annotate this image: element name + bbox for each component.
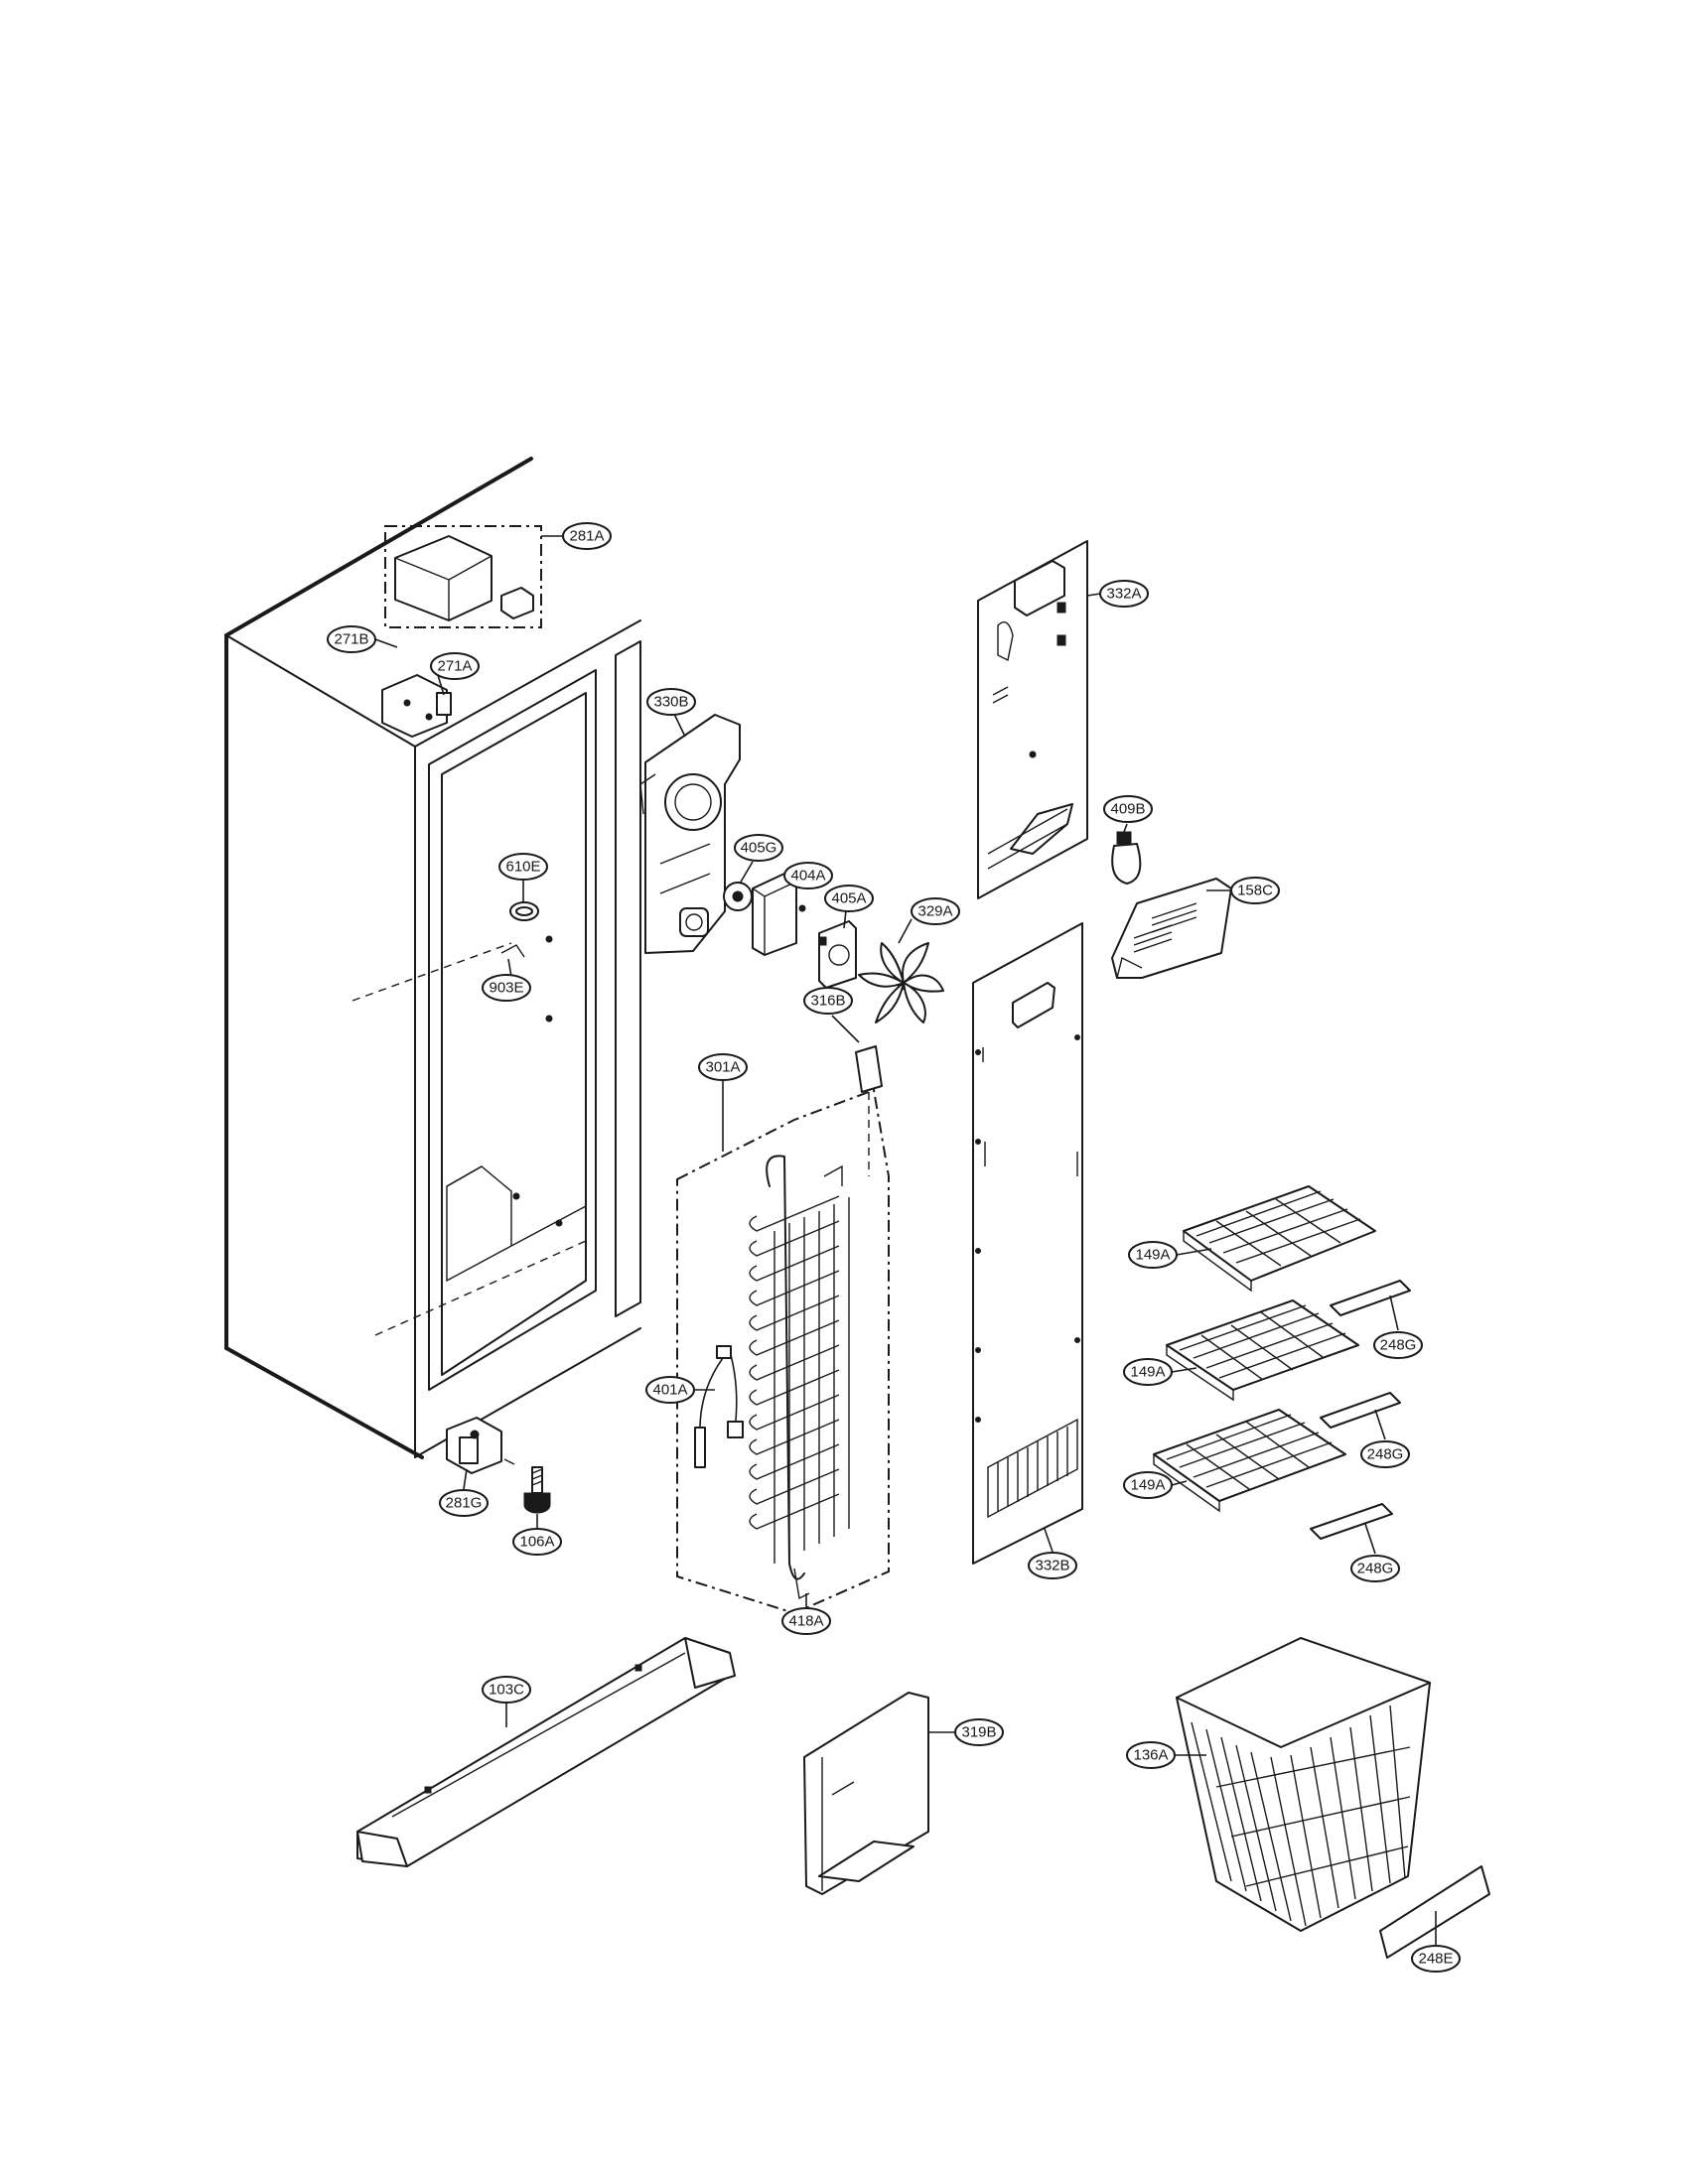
callout-label: 271B	[334, 631, 368, 648]
callout-330B: 330B	[646, 688, 696, 716]
callout-label: 418A	[788, 1613, 823, 1630]
defrost-sensor-harness	[694, 1345, 744, 1468]
callout-404A: 404A	[783, 862, 833, 889]
light-bulb	[1111, 831, 1142, 885]
callout-401A: 401A	[645, 1376, 695, 1404]
top-cover-assembly	[384, 525, 542, 628]
callout-label: 271A	[437, 658, 472, 675]
callout-label: 248G	[1357, 1561, 1394, 1577]
callout-329A: 329A	[911, 897, 960, 925]
callout-label: 404A	[790, 868, 825, 885]
basket-trim	[1379, 1865, 1490, 1959]
callout-405G: 405G	[734, 834, 783, 862]
callout-label: 149A	[1130, 1477, 1165, 1494]
fan-blade	[858, 942, 944, 1024]
shelf-bar-2	[1320, 1392, 1401, 1429]
callout-136A: 136A	[1126, 1741, 1176, 1769]
callout-label: 332A	[1106, 586, 1141, 603]
callout-label: 332B	[1035, 1558, 1069, 1574]
callout-903E: 903E	[482, 974, 531, 1002]
upper-rear-panel	[977, 540, 1088, 899]
callout-248E: 248E	[1411, 1945, 1461, 1973]
drain-cover	[803, 1692, 929, 1895]
callout-301A: 301A	[698, 1053, 748, 1081]
shelf-bar-3	[1310, 1503, 1393, 1540]
callout-label: 409B	[1110, 801, 1145, 818]
callout-106A: 106A	[512, 1528, 562, 1556]
callout-248G-2: 248G	[1360, 1440, 1410, 1468]
callout-271A: 271A	[430, 652, 480, 680]
callout-label: 405A	[831, 890, 866, 907]
callout-label: 610E	[505, 859, 540, 876]
gasket-ring	[500, 901, 539, 958]
callout-248G-1: 248G	[1373, 1331, 1423, 1359]
callout-label: 136A	[1133, 1747, 1168, 1764]
callout-label: 149A	[1135, 1247, 1170, 1264]
callout-label: 248G	[1380, 1337, 1417, 1354]
lower-rear-panel	[972, 922, 1083, 1565]
callout-149A-3: 149A	[1123, 1471, 1173, 1499]
callout-label: 319B	[961, 1724, 996, 1741]
callout-409B: 409B	[1103, 795, 1153, 823]
shelf-bar-1	[1330, 1280, 1411, 1316]
fan-shroud	[639, 714, 741, 954]
callout-label: 903E	[489, 980, 523, 997]
callout-label: 103C	[489, 1682, 524, 1699]
callout-label: 330B	[653, 694, 688, 711]
shelf-3	[1153, 1409, 1346, 1513]
callout-label: 158C	[1237, 883, 1273, 899]
fan-bracket	[818, 920, 857, 989]
evaporator-assembly	[676, 1088, 890, 1615]
callout-281A: 281A	[562, 522, 612, 550]
freezer-cabinet	[224, 457, 641, 1459]
callout-label: 149A	[1130, 1364, 1165, 1381]
evaporator-pad	[855, 1045, 883, 1093]
top-hinge	[381, 674, 452, 738]
callout-label: 329A	[917, 903, 952, 920]
shelf-2	[1166, 1299, 1359, 1402]
callout-label: 248G	[1367, 1446, 1404, 1463]
callout-319B: 319B	[954, 1718, 1004, 1746]
callout-332B: 332B	[1028, 1552, 1077, 1579]
callout-label: 281A	[569, 528, 604, 545]
bottom-hinge	[446, 1417, 515, 1474]
callout-158C: 158C	[1230, 877, 1280, 904]
callout-332A: 332A	[1099, 580, 1149, 608]
callout-316B: 316B	[803, 987, 853, 1015]
callout-label: 281G	[446, 1495, 483, 1512]
kick-plate	[356, 1637, 736, 1867]
callout-label: 106A	[519, 1534, 554, 1551]
leveling-leg	[523, 1466, 551, 1514]
callout-label: 401A	[652, 1382, 687, 1399]
callout-418A: 418A	[781, 1607, 831, 1635]
callout-610E: 610E	[498, 853, 548, 881]
callout-label: 316B	[810, 993, 845, 1010]
shelf-1	[1183, 1185, 1376, 1293]
callout-label: 301A	[705, 1059, 740, 1076]
callout-271B: 271B	[327, 625, 376, 653]
callout-label: 405G	[741, 840, 777, 857]
callout-103C: 103C	[482, 1676, 531, 1704]
lamp-cover	[1111, 878, 1232, 979]
callout-149A-1: 149A	[1128, 1241, 1178, 1269]
callout-405A: 405A	[824, 885, 874, 912]
callout-label: 248E	[1418, 1951, 1453, 1968]
callout-281G: 281G	[439, 1489, 489, 1517]
callout-248G-3: 248G	[1350, 1555, 1400, 1582]
fan-motor-grommet	[723, 882, 753, 911]
freezer-basket	[1176, 1637, 1431, 1932]
callout-149A-2: 149A	[1123, 1358, 1173, 1386]
